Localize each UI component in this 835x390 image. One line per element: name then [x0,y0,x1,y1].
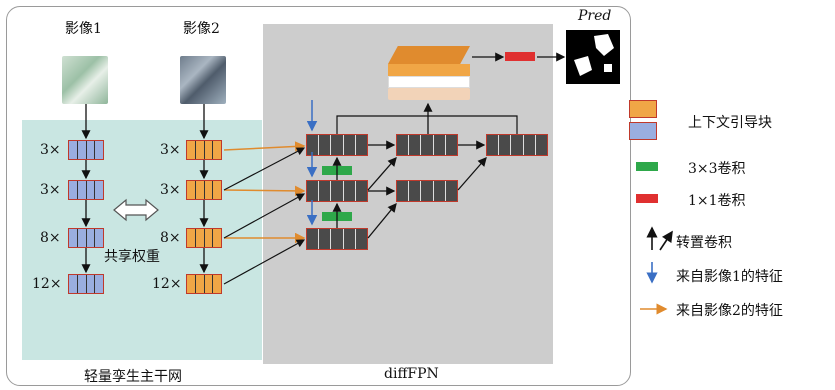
image2-title: 影像2 [183,21,220,37]
mask-region-a [594,34,614,56]
fpn-top-skip [336,115,518,134]
context-block-img2-3 [186,228,222,248]
legend-transpose-text: 转置卷积 [676,235,732,251]
mult-right-4: 12× [152,276,182,292]
backbone-caption: 轻量孪生主干网 [84,369,182,385]
mult-right-1: 3× [160,142,181,158]
context-block-img1-3 [68,228,104,248]
mask-region-b [574,56,592,76]
conv1-bar [505,52,535,61]
image1-title: 影像1 [65,21,102,37]
backbone-region [22,120,262,360]
legend-conv3-swatch [636,162,658,171]
fpn-diag-2 [367,157,397,191]
output-layer-4 [388,88,470,100]
diag-arrow-1 [223,147,306,191]
legend-orange-block [629,100,657,118]
fpn-block-r1c2 [396,134,458,156]
fpn-block-r1c3 [486,134,548,156]
mult-left-4: 12× [32,276,62,292]
orange-arrow-1 [223,141,306,152]
context-block-img2-1 [186,140,222,160]
fpn-diag-3 [457,157,487,191]
fpn-block-r2c2 [396,180,458,202]
prediction-mask-shapes [574,34,614,76]
fpn-block-r2c1 [306,180,368,202]
context-block-img1-2 [68,180,104,200]
shared-weights-label: 共享权重 [104,249,160,265]
prediction-mask [566,30,620,84]
legend-conv1-text: 1×1卷积 [688,193,746,209]
legend-diag-arrow [659,230,673,251]
context-block-img2-4 [186,274,222,294]
orange-arrow-2 [223,185,306,197]
fpn-diag-1 [367,202,397,239]
output-layer-3 [388,76,470,88]
mult-right-2: 3× [160,182,181,198]
legend-conv3-text: 3×3卷积 [688,161,746,177]
mask-region-c [604,64,612,72]
fpn-block-r3c1 [306,228,368,250]
mult-left-3: 8× [40,230,61,246]
satellite-image-1 [62,56,108,104]
diag-arrow-2 [223,193,306,239]
legend-feat1-text: 来自影像1的特征 [676,269,783,285]
legend-conv1-swatch [636,194,658,203]
fpn-caption: diffFPN [384,366,439,382]
mult-left-1: 3× [40,142,61,158]
fpn-block-r1c1 [306,134,368,156]
context-block-img1-4 [68,274,104,294]
diag-arrow-3 [223,239,306,285]
shared-weights-arrow [113,198,159,222]
mult-right-3: 8× [160,230,181,246]
legend-context-block-text: 上下文引导块 [688,115,772,131]
legend-feat2-text: 来自影像2的特征 [676,303,783,319]
pred-label: Pred [578,8,612,24]
mult-left-2: 3× [40,182,61,198]
legend-blue-block [629,122,657,140]
output-layer-1 [388,46,470,64]
context-block-img2-2 [186,180,222,200]
satellite-image-2 [180,56,226,104]
context-block-img1-1 [68,140,104,160]
output-layer-2 [388,64,470,76]
